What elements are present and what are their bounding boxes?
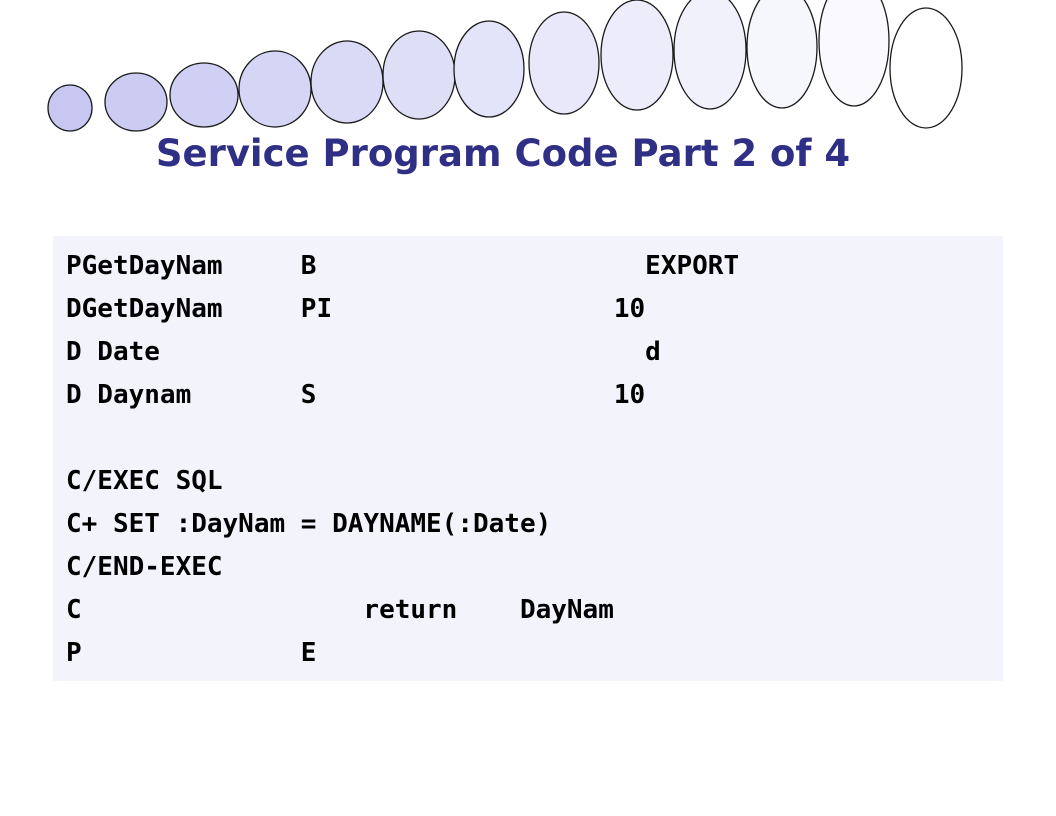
decorative-oval xyxy=(169,62,239,128)
decorative-oval xyxy=(238,50,312,128)
code-line: C return DayNam xyxy=(66,595,614,625)
decorative-oval xyxy=(453,20,525,118)
code-line: C+ SET :DayNam = DAYNAME(:Date) xyxy=(66,509,552,539)
decorative-oval xyxy=(104,72,168,132)
decorative-oval xyxy=(382,30,456,120)
code-line: PGetDayNam B EXPORT xyxy=(66,251,740,281)
decorative-oval xyxy=(528,11,600,115)
decorative-oval xyxy=(818,0,890,107)
decorative-oval xyxy=(673,0,747,110)
slide-title: Service Program Code Part 2 of 4 xyxy=(155,132,851,175)
decorative-oval xyxy=(889,7,963,129)
code-line: P E xyxy=(66,638,317,668)
code-panel: PGetDayNam B EXPORT DGetDayNam PI 10 D D… xyxy=(53,236,1003,681)
decorative-oval xyxy=(600,0,674,111)
code-line: C/END-EXEC xyxy=(66,552,223,582)
code-line: C/EXEC SQL xyxy=(66,466,223,496)
code-line: D Date d xyxy=(66,337,661,367)
decorative-oval xyxy=(746,0,818,109)
decorative-ovals xyxy=(47,0,963,132)
decorative-oval xyxy=(310,40,384,124)
decorative-oval xyxy=(47,84,93,132)
code-line: DGetDayNam PI 10 xyxy=(66,294,646,324)
code-line: D Daynam S 10 xyxy=(66,380,646,410)
